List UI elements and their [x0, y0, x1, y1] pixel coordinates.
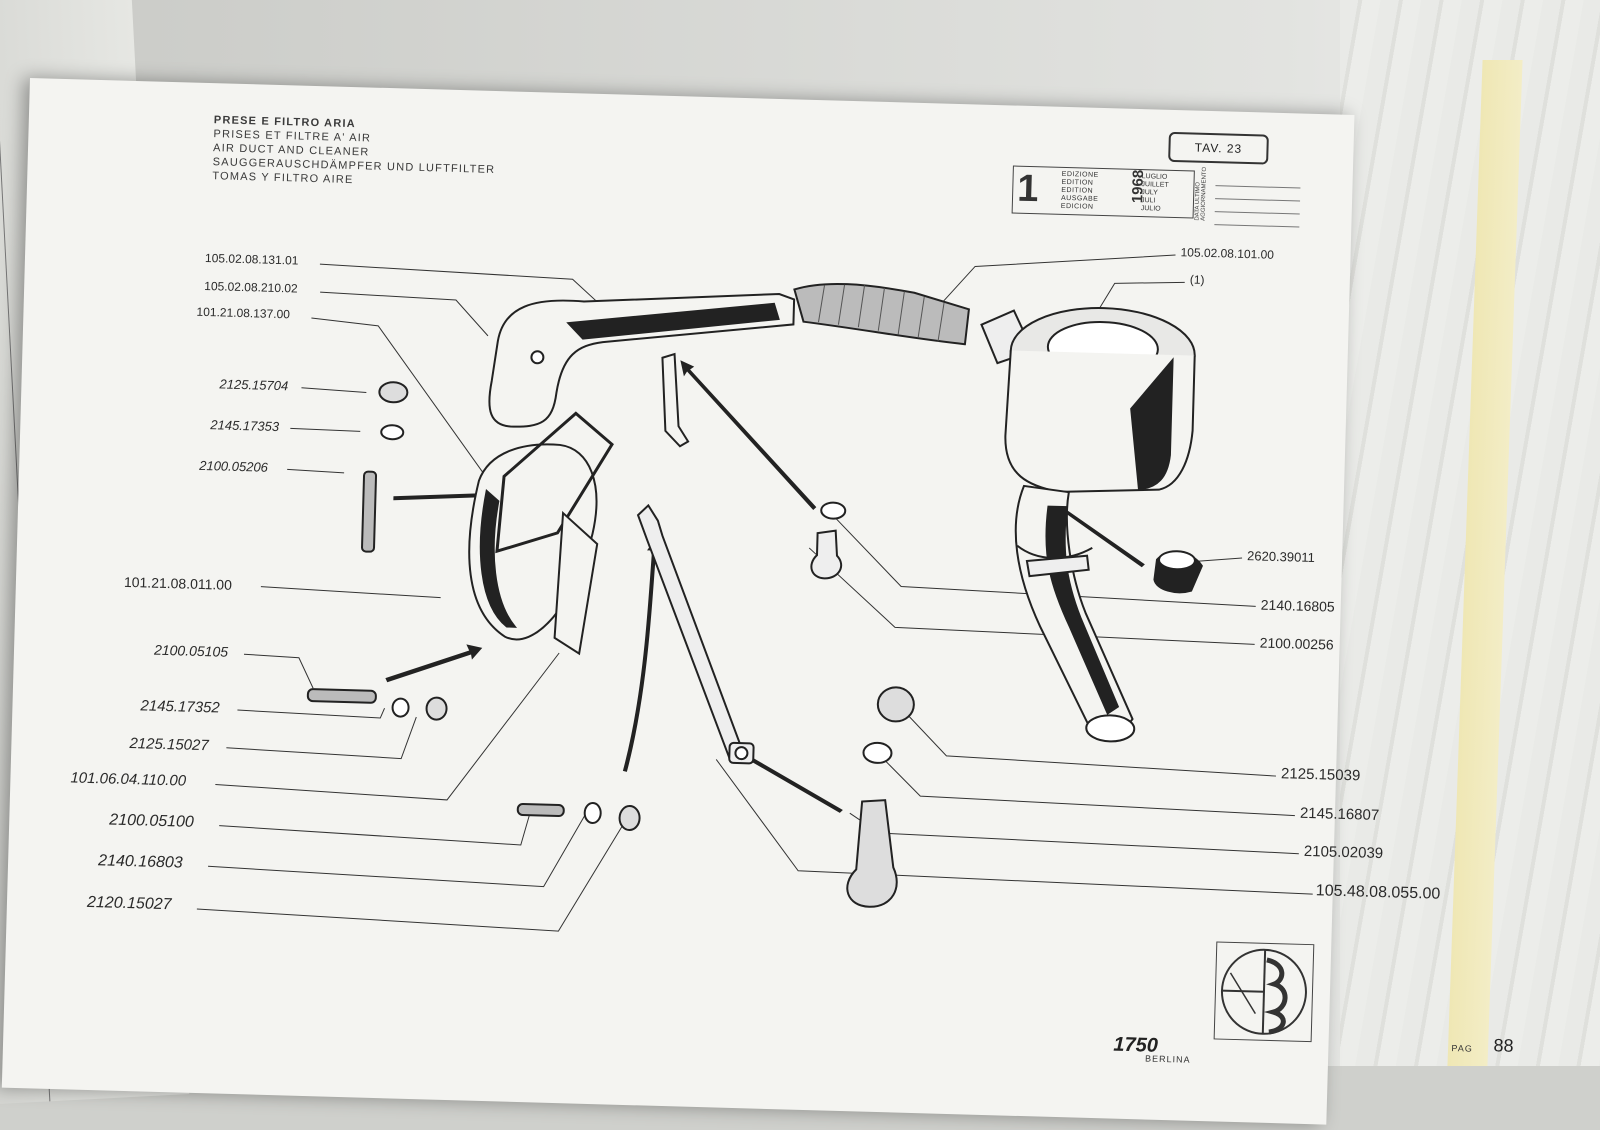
leader-101-21-08-011-00 — [260, 586, 441, 599]
leader-101-06-04-110-00 — [215, 652, 560, 801]
leader-2100-05105 — [243, 653, 314, 689]
part-label: 2125.15704 — [219, 376, 289, 394]
part-label: 2145.16807 — [1299, 804, 1380, 824]
leader-2145-17352 — [237, 707, 386, 719]
washer-2140-16805 — [820, 501, 847, 520]
leader-101-21-08-137-00 — [311, 317, 490, 482]
washer-2145-17353 — [380, 424, 405, 441]
nut-2125-15027 — [425, 696, 448, 721]
exploded-diagram — [196, 254, 1313, 932]
part-label: 105.02.08.131.01 — [204, 250, 299, 268]
part-label: 2100.05105 — [153, 641, 229, 660]
part-label: 2125.15027 — [129, 735, 209, 755]
leader-2140-16805 — [827, 510, 1256, 607]
leader-2100-05206 — [287, 468, 345, 474]
part-label: 2100.05206 — [199, 457, 269, 475]
leader-1 — [1093, 281, 1185, 319]
washer-2140-16803 — [583, 801, 602, 824]
nut-2125-15039 — [876, 686, 915, 723]
leader-2145-16807 — [876, 751, 1295, 817]
flexible-hose — [793, 282, 970, 346]
part-label: 105.02.08.210.02 — [204, 278, 298, 296]
model-subtitle: BERLINA — [1144, 1053, 1191, 1065]
leader-2125-15027 — [226, 716, 417, 760]
part-label: 2100.05100 — [109, 811, 195, 831]
stud-2100-05105 — [306, 688, 377, 704]
alfa-romeo-logo-icon — [1213, 941, 1315, 1043]
support-bracket — [636, 503, 743, 760]
part-label: 101.21.08.137.00 — [196, 304, 291, 322]
part-label: 2145.17353 — [210, 417, 280, 435]
leader-105-48-08-055-00 — [715, 759, 1313, 895]
leader-2100-05100 — [219, 814, 531, 846]
bolt-2100-00256 — [810, 529, 843, 580]
pointer-arrows — [385, 360, 1145, 813]
part-label: (1) — [1189, 272, 1205, 287]
leader-105-02-08-210-02 — [320, 291, 489, 337]
part-label: 2620.39011 — [1246, 548, 1316, 566]
small-bracket — [661, 352, 690, 448]
part-label: 105.48.08.055.00 — [1315, 882, 1441, 903]
part-label: 2120.15027 — [86, 893, 172, 914]
part-label: 2145.17352 — [140, 697, 220, 717]
nut-2120-15027 — [618, 805, 641, 832]
part-label: 2125.15039 — [1280, 765, 1361, 785]
part-label: 2100.00256 — [1259, 634, 1334, 653]
nut-2125-15704 — [378, 381, 409, 404]
stud-2100-05206 — [361, 470, 378, 553]
leader-2140-16803 — [208, 815, 586, 888]
part-label: 101.06.04.110.00 — [70, 769, 187, 790]
leader-2105-02039 — [849, 812, 1299, 855]
intake-plate — [553, 510, 599, 656]
part-label: 2140.16805 — [1260, 596, 1335, 615]
intake-gasket — [495, 411, 614, 554]
washer-2145-17352 — [391, 697, 410, 718]
part-label: 2105.02039 — [1303, 842, 1384, 863]
part-label: 2140.16803 — [97, 852, 183, 872]
leader-2120-15027 — [196, 825, 623, 932]
bolt-105-48-08-055-00 — [846, 799, 898, 908]
stud-2100-05100 — [516, 803, 565, 818]
washer-2145-16807 — [862, 741, 893, 764]
parts-drawings — [306, 282, 1203, 908]
page-number: 88 — [1493, 1035, 1514, 1056]
part-label: 101.21.08.011.00 — [123, 573, 233, 593]
leader-2125-15039 — [897, 704, 1277, 777]
part-label: 105.02.08.101.00 — [1180, 245, 1275, 262]
leader-2125-15704 — [301, 387, 367, 394]
air-duct-elbow — [488, 292, 796, 428]
leader-2145-17353 — [290, 427, 361, 432]
page-label: PAG — [1451, 1043, 1473, 1054]
catalog-page: PRESE E FILTRO ARIA PRISES ET FILTRE A' … — [1, 78, 1514, 1125]
